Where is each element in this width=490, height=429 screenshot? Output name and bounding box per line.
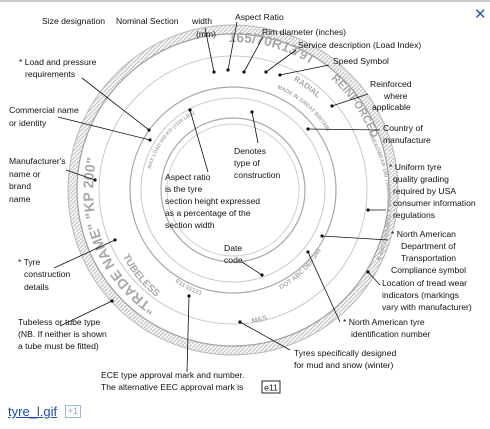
label-denotes-2: type of (234, 158, 260, 168)
label-na-id-2: identification number (351, 329, 430, 339)
top-rule (0, 0, 490, 2)
label-reinforced-3: applicable (372, 102, 411, 112)
label-rim-diameter: Rim diameter (inches) (262, 27, 346, 37)
label-nominal-section-2: width (191, 16, 212, 26)
label-size-designation: Size designation (42, 16, 105, 26)
label-tubeless-2: (NB. If neither is shown (18, 329, 107, 339)
label-uniform-4: consumer information (393, 198, 476, 208)
label-commercial-2: or identity (9, 118, 47, 128)
expand-badge[interactable]: +1 (64, 405, 82, 418)
label-service-description: Service description (Load Index) (298, 40, 421, 50)
label-na-id-1: * North American tyre (343, 317, 425, 327)
tyre-bead (160, 117, 306, 263)
label-load-pressure-1: * Load and pressure (19, 57, 97, 67)
label-reinforced-2: where (383, 91, 408, 101)
label-snow-2: for mud and snow (winter) (294, 360, 393, 370)
label-aspect-desc-3: section height expressed (165, 196, 260, 206)
label-aspect-desc-5: section width (165, 220, 215, 230)
label-manufacturer-3: brand (9, 181, 31, 191)
label-na-dept-3: Transportation (401, 253, 456, 263)
label-manufacturer-1: Manufacturer's (9, 156, 66, 166)
file-footer: tyre_l.gif +1 (8, 404, 82, 419)
label-tubeless-3: a tube must be fitted) (18, 341, 99, 351)
tyre-sidewall-diagram: 165/70R13 79T REINFORCED RADIAL MADE IN … (9, 12, 476, 394)
label-speed-symbol: Speed Symbol (333, 56, 389, 66)
label-tread-indicator-1: Location of tread wear (382, 278, 467, 288)
label-aspect-desc-1: Aspect ratio (165, 172, 211, 182)
label-construction-2: construction (24, 269, 71, 279)
label-aspect-desc-2: is the tyre (165, 184, 202, 194)
label-country-1: Country of (383, 123, 423, 133)
file-link[interactable]: tyre_l.gif (8, 404, 58, 419)
label-snow-1: Tyres specifically designed (294, 348, 396, 358)
label-aspect-desc-4: as a percentage of the (165, 208, 251, 218)
tyre-ms-text: M&S (251, 315, 268, 325)
label-na-dept-1: * North American (391, 229, 456, 239)
label-tubeless-1: Tubeless or tube type (18, 317, 101, 327)
label-manufacturer-4: name (9, 194, 31, 204)
label-commercial-1: Commercial name (9, 105, 79, 115)
label-manufacturer-2: name or (9, 169, 41, 179)
label-tread-indicator-3: vary with manufacturer) (382, 302, 472, 312)
label-nominal-section-1: Nominal Section (116, 16, 179, 26)
label-aspect-ratio: Aspect Ratio (235, 12, 284, 22)
label-denotes-3: construction (234, 170, 281, 180)
label-date-code-1: Date (224, 243, 242, 253)
label-ece-box: e11 (264, 383, 278, 393)
label-country-2: manufacture (383, 135, 431, 145)
label-uniform-3: required by USA (393, 186, 456, 196)
leader-lines (53, 21, 389, 373)
label-reinforced-1: Reinforced (370, 79, 412, 89)
label-date-code-2: code (224, 255, 243, 265)
close-icon[interactable]: ✕ (474, 6, 487, 23)
label-uniform-2: quality grading (393, 174, 449, 184)
label-na-dept-2: Department of (401, 241, 456, 251)
label-na-dept-4: Compliance symbol (391, 265, 466, 275)
label-tread-indicator-2: indicators (markings (382, 290, 459, 300)
label-load-pressure-2: requirements (25, 69, 75, 79)
label-uniform-1: * Uniform tyre (389, 162, 442, 172)
svg-text:M&S: M&S (251, 315, 268, 325)
label-ece-1: ECE type approval mark and number. (101, 370, 244, 380)
label-uniform-5: regulations (393, 210, 435, 220)
tyre-sidewall (76, 33, 390, 347)
label-denotes-1: Denotes (234, 146, 266, 156)
label-ece-2: The alternative EEC approval mark is (101, 382, 243, 392)
ece-mark-box (261, 380, 281, 394)
label-construction-1: * Tyre (18, 257, 41, 267)
label-construction-3: details (24, 282, 49, 292)
label-nominal-section-3: (mm) (196, 29, 216, 39)
